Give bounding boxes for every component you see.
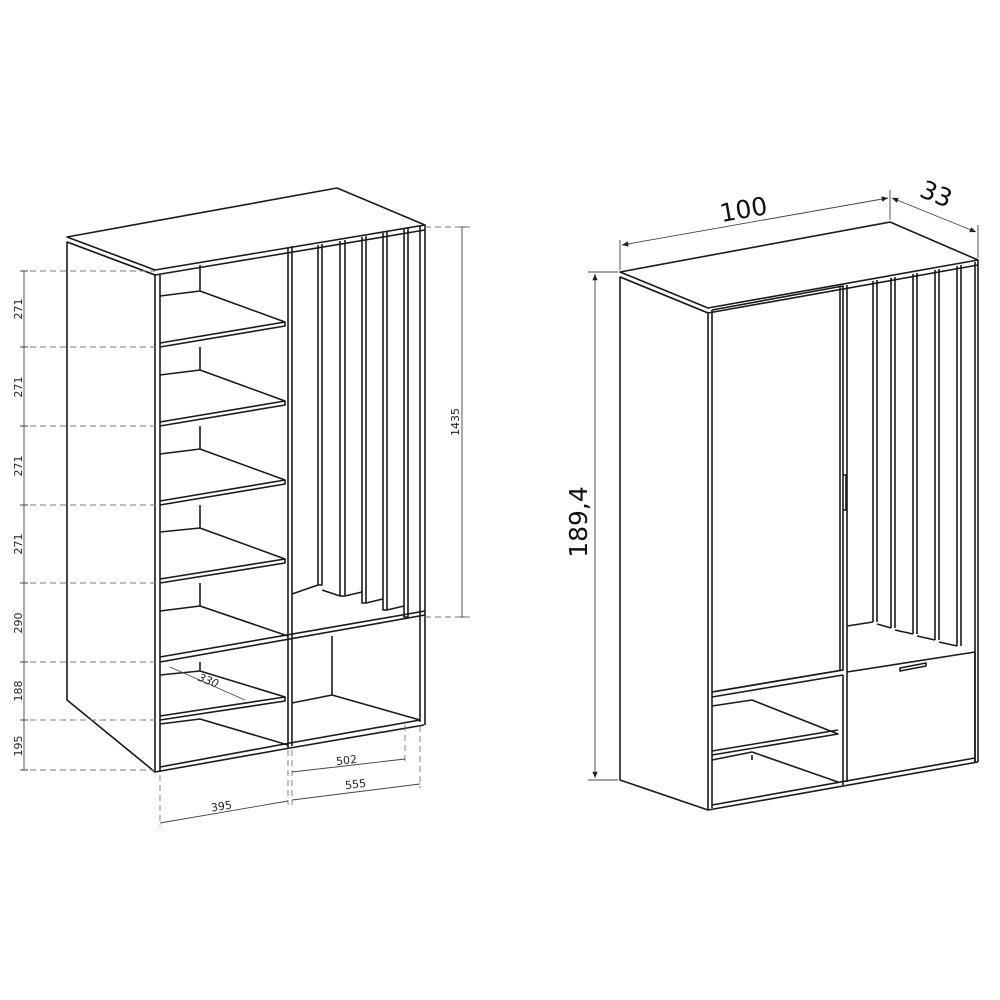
- drawer-front: [846, 651, 976, 782]
- height-label-4: 271: [12, 534, 25, 555]
- height-label-5: 290: [12, 613, 25, 634]
- left-width-label: 395: [210, 798, 233, 814]
- right-side: [419, 225, 426, 725]
- depth-label: 33: [916, 175, 956, 214]
- open-left-side: [66, 241, 156, 773]
- height-label: 189,4: [564, 486, 593, 558]
- middle-divider-shelf: [159, 610, 426, 663]
- open-bottom-edge: [154, 724, 425, 773]
- slats: [291, 228, 409, 618]
- height-label-6: 188: [12, 681, 25, 702]
- shelf: [159, 527, 286, 584]
- lower-right-compartment: [291, 636, 421, 721]
- shelf: [159, 290, 286, 348]
- closed-slats: [846, 265, 962, 647]
- closed-cabinet: [619, 221, 979, 811]
- open-dimensions: 271 271 271 271 290 188 195 1435 330 502…: [12, 226, 470, 826]
- shelf: [159, 448, 286, 506]
- height-label-2: 271: [12, 377, 25, 398]
- shelf: [159, 670, 286, 721]
- inner-width-label: 502: [335, 753, 357, 768]
- left-door: [711, 285, 844, 693]
- height-label-3: 271: [12, 456, 25, 477]
- width-label: 100: [718, 191, 770, 228]
- height-label-1: 271: [12, 299, 25, 320]
- closed-top-panel: [619, 221, 979, 309]
- shelf: [159, 369, 286, 427]
- door-handle: [843, 474, 847, 511]
- open-top-panel: [66, 187, 426, 271]
- open-cabinet: [66, 187, 426, 773]
- closed-left-side: [619, 276, 709, 811]
- outer-width-label: 555: [344, 777, 366, 792]
- hanging-height-label: 1435: [449, 408, 462, 436]
- shelves: [159, 290, 426, 746]
- center-divider: [287, 246, 293, 748]
- lower-open-shelf: [711, 669, 844, 698]
- height-label-7: 195: [12, 736, 25, 757]
- drawer-handle: [899, 662, 927, 672]
